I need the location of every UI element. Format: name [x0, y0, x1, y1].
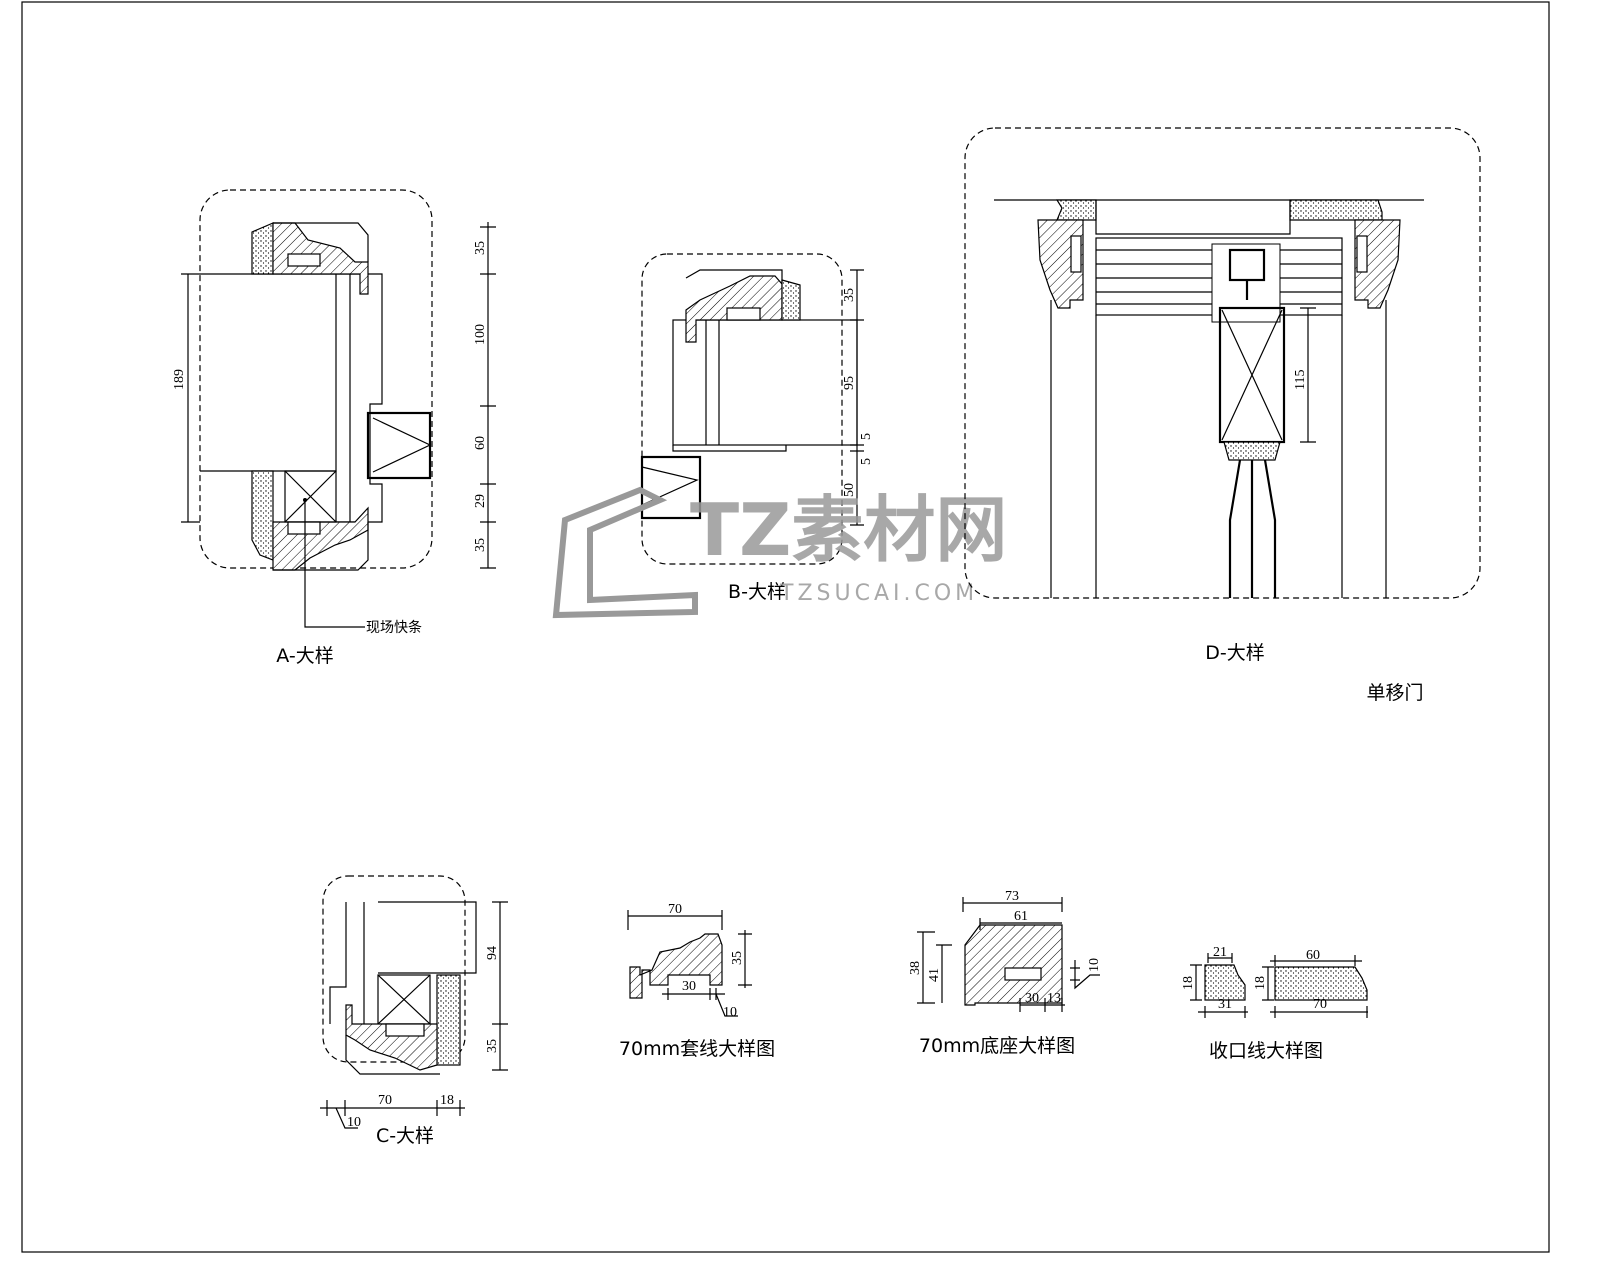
watermark-logo-icon [552, 486, 698, 619]
wood-block [284, 470, 337, 523]
base-title: 70mm底座大样图 [919, 1035, 1075, 1057]
watermark: TZ素材网 TZSUCAI.COM [552, 486, 1007, 619]
dimension-label: 29 [473, 494, 488, 508]
dimension-label: 94 [485, 946, 500, 960]
detail-boundary [322, 875, 466, 1063]
dimension-label: 5 [859, 458, 874, 465]
dimension-label: 70 [668, 902, 682, 917]
detail-c-title: C-大样 [376, 1125, 434, 1147]
detail-boundary [964, 127, 1481, 599]
dimension-label: 60 [1306, 948, 1320, 963]
detail-a-title: A-大样 [276, 645, 333, 667]
dimension-label: 50 [842, 483, 857, 497]
door-frame [336, 273, 383, 523]
detail-b-title: B-大样 [728, 581, 786, 603]
dimension-label: TZSUCAI.COM [779, 581, 978, 606]
steel-section [640, 455, 702, 520]
dimension-label: 10 [1087, 958, 1102, 972]
casing-profile: 70 35 30 10 70mm套线大样图 [619, 902, 775, 1060]
dimension-label: 18 [1181, 976, 1196, 990]
dimension-label: 35 [473, 241, 488, 255]
dimension-label: 41 [927, 968, 942, 982]
detail-d-title: D-大样 [1205, 642, 1265, 664]
dimension-label: 60 [473, 436, 488, 450]
dimension-label: 70 [1313, 997, 1327, 1012]
dimension-label: 70 [378, 1093, 392, 1108]
dimension-label: 35 [842, 288, 857, 302]
dimension-label: 10 [723, 1005, 737, 1020]
trim-shape-small [1204, 964, 1246, 1001]
wall-section [672, 319, 858, 446]
trim-shape-large [1274, 966, 1368, 1001]
leader-line [304, 500, 365, 628]
dimension-label: 18 [440, 1093, 454, 1108]
plaster-top [251, 222, 274, 275]
detail-boundary [199, 189, 433, 569]
dimension-label: 13 [1047, 991, 1061, 1006]
base-profile: 73 61 38 41 30 13 10 70mm底座大样图 [908, 889, 1102, 1057]
door-leaf [1228, 459, 1277, 598]
embedded-strip [287, 253, 321, 267]
dimension-label: TZ素材网 [690, 488, 1007, 572]
door-type-label: 单移门 [1366, 682, 1423, 704]
casing-shape [629, 933, 723, 999]
dimension-label: 5 [859, 433, 874, 440]
trim-profile: 21 18 31 60 18 70 收口线大样图 [1181, 945, 1368, 1062]
dimension-label: 10 [347, 1115, 361, 1130]
dimension-label: 95 [842, 376, 857, 390]
dimension-label: 73 [1005, 889, 1019, 904]
dimension-label: 31 [1218, 997, 1232, 1012]
detail-b: 35 95 5 5 50 B-大样 [640, 253, 874, 603]
dimension-label: 61 [1014, 909, 1028, 924]
dimension-label: 38 [908, 961, 923, 975]
dimension-chain [480, 222, 496, 569]
dimension-label: 35 [485, 1039, 500, 1053]
dimension-label: 115 [1293, 370, 1308, 390]
casing-bottom [272, 506, 369, 571]
casing-title: 70mm套线大样图 [619, 1038, 775, 1060]
dimension-label: 30 [1025, 991, 1039, 1006]
trim-title: 收口线大样图 [1209, 1040, 1323, 1062]
detail-d: 115 D-大样 单移门 [964, 127, 1481, 704]
wall-section [378, 901, 477, 974]
plaster-bottom [251, 470, 274, 561]
dimension-label: 18 [1253, 976, 1268, 990]
dimension-label: 35 [730, 951, 745, 965]
dimension-label: 189 [172, 369, 187, 390]
dimension-label: 35 [473, 538, 488, 552]
steel-section [366, 411, 432, 480]
detail-a: 189 35 100 60 29 35 现场快条 A-大样 [172, 189, 496, 667]
detail-boundary [641, 253, 843, 565]
dimension-label: 21 [1213, 945, 1227, 960]
wall-section [200, 273, 337, 472]
dimension-label: 30 [682, 979, 696, 994]
sheet-border [21, 1, 1550, 1253]
casing [345, 1004, 438, 1071]
detail-c: 94 35 70 18 10 C-大样 [320, 875, 508, 1147]
dimension-label: 100 [473, 324, 488, 345]
note-label: 现场快条 [366, 619, 422, 636]
base-shape [964, 924, 1063, 1006]
